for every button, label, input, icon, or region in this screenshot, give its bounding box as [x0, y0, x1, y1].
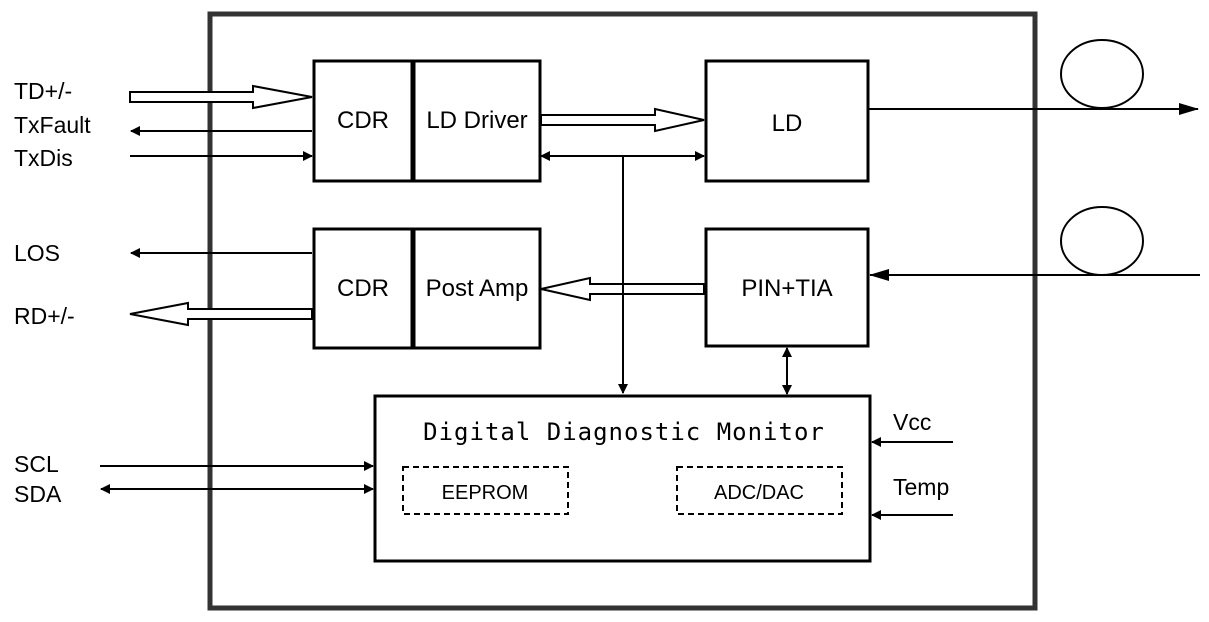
- vcc-label: Vcc: [893, 409, 931, 435]
- rx-fiber-icon: [1060, 206, 1144, 276]
- adc-dac-box: [676, 466, 843, 515]
- pin-tia-label: PIN+TIA: [741, 275, 832, 302]
- rd-output-arrow: [129, 301, 313, 327]
- ld-driver-to-ld-arrow: [540, 107, 705, 133]
- txfault-label: TxFault: [14, 112, 91, 138]
- td-label: TD+/-: [14, 78, 72, 104]
- scl-label: SCL: [14, 451, 59, 477]
- cdr-tx-block: [312, 59, 414, 183]
- adc-dac-label: ADC/DAC: [714, 482, 804, 504]
- ld-driver-label: LD Driver: [426, 107, 527, 134]
- ld-label: LD: [772, 110, 803, 137]
- txdis-label: TxDis: [14, 145, 73, 171]
- eeprom-box: [402, 466, 569, 515]
- ddm-title: Digital Diagnostic Monitor: [423, 418, 825, 446]
- eeprom-label: EEPROM: [442, 482, 529, 504]
- cdr-rx-label: CDR: [337, 275, 389, 302]
- ddm-block: [373, 394, 872, 563]
- rd-label: RD+/-: [14, 303, 75, 329]
- pin-tia-block: [704, 227, 870, 348]
- sda-label: SDA: [14, 481, 62, 507]
- post-amp-label: Post Amp: [426, 275, 529, 302]
- cdr-tx-label: CDR: [337, 107, 389, 134]
- td-input-arrow: [129, 84, 313, 110]
- ld-driver-block: [412, 59, 542, 183]
- los-label: LOS: [14, 240, 60, 266]
- post-amp-block: [412, 227, 542, 350]
- tx-fiber-icon: [1060, 39, 1144, 109]
- temp-label: Temp: [893, 474, 949, 500]
- cdr-rx-block: [312, 227, 414, 350]
- ld-block: [704, 59, 870, 183]
